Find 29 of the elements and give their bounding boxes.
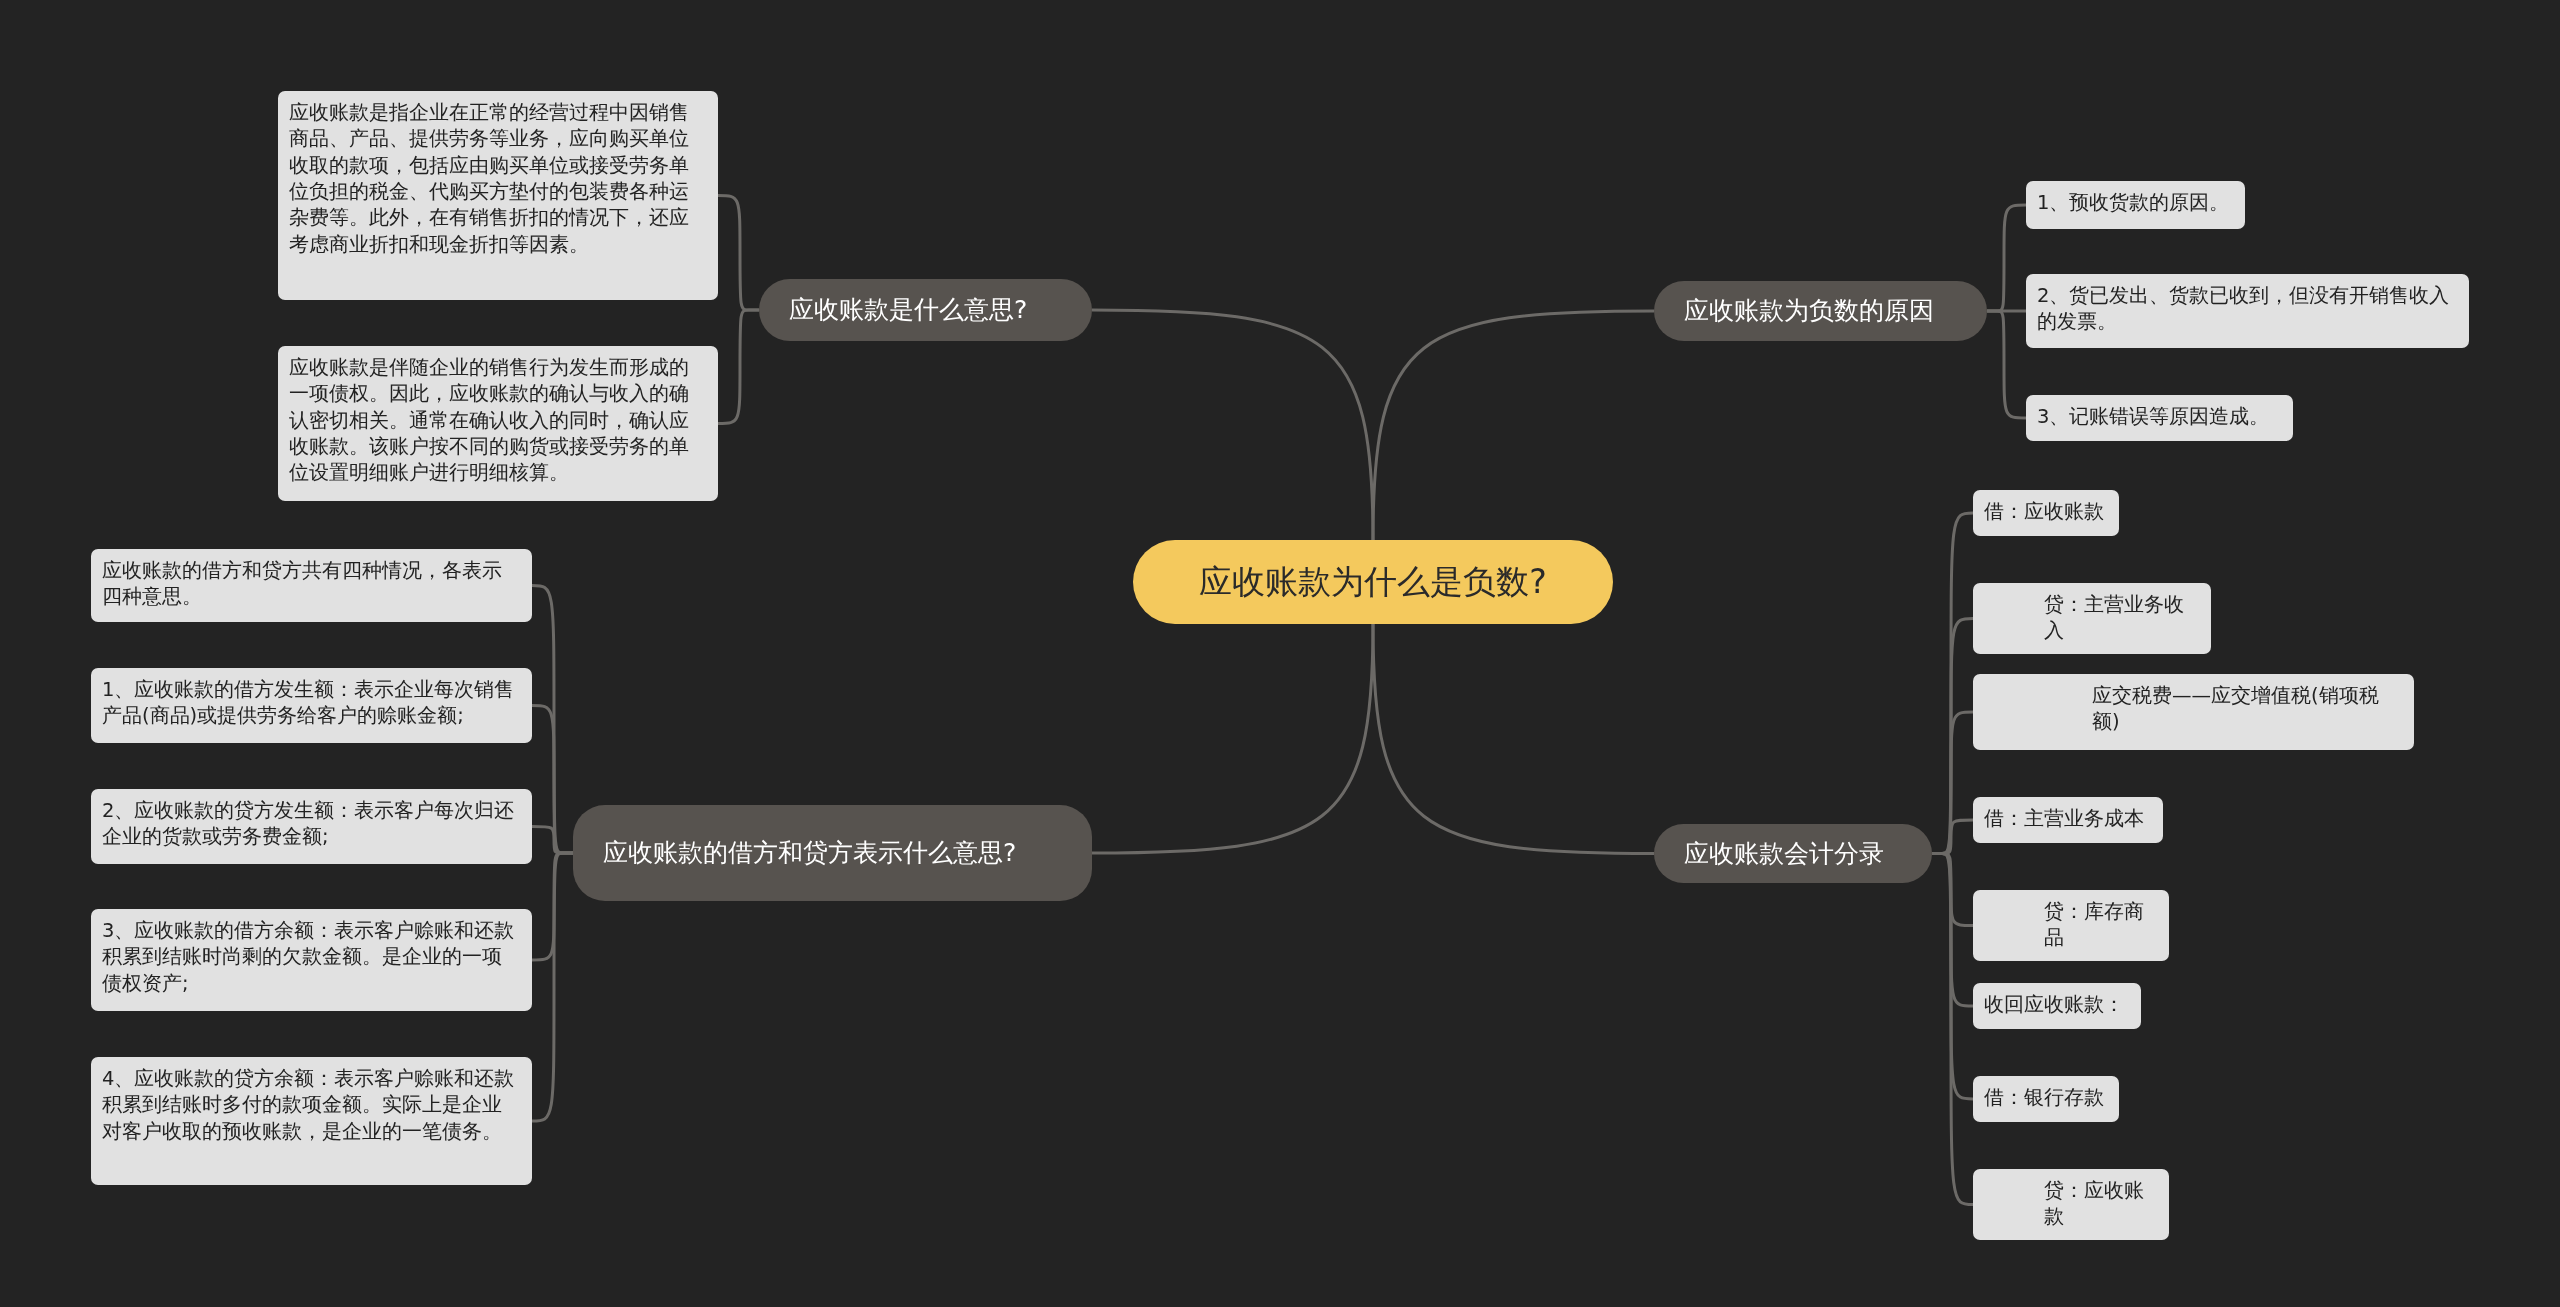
note-box: 应收账款是指企业在正常的经营过程中因销售商品、产品、提供劳务等业务，应向购买单位收取的款项，包括应由购买单位或接受劳务单位负担的税金、代购买方垫付的包装费各种运杂费等。此外，在有销售折扣的情况下，还应考虑商业折扣和现金折扣等因素。 xyxy=(278,91,718,300)
branch-topic: 应收账款会计分录 xyxy=(1654,824,1932,883)
note-box: 借：主营业务成本 xyxy=(1973,797,2163,843)
note-box: 贷：主营业务收入 xyxy=(1973,583,2211,654)
note-box: 收回应收账款： xyxy=(1973,983,2141,1029)
note-box: 应收账款的借方和贷方共有四种情况，各表示四种意思。 xyxy=(91,549,532,622)
note-box: 2、应收账款的贷方发生额：表示客户每次归还企业的货款或劳务费金额; xyxy=(91,789,532,864)
branch-topic: 应收账款的借方和贷方表示什么意思? xyxy=(573,805,1092,901)
central-topic: 应收账款为什么是负数? xyxy=(1133,540,1613,624)
note-box: 1、应收账款的借方发生额：表示企业每次销售产品(商品)或提供劳务给客户的赊账金额; xyxy=(91,668,532,743)
note-box: 贷：库存商品 xyxy=(1973,890,2169,961)
connector-line xyxy=(1092,308,1375,541)
note-box: 3、应收账款的借方余额：表示客户赊账和还款积累到结账时尚剩的欠款金额。是企业的一项债权资产; xyxy=(91,909,532,1011)
branch-topic: 应收账款是什么意思? xyxy=(759,279,1092,341)
note-box: 2、货已发出、货款已收到，但没有开销售收入的发票。 xyxy=(2026,274,2469,348)
connector-line xyxy=(1932,852,1974,1206)
note-box: 4、应收账款的贷方余额：表示客户赊账和还款积累到结账时多付的款项金额。实际上是企业对客户收取的预收账款，是企业的一笔债务。 xyxy=(91,1057,532,1185)
note-box: 借：应收账款 xyxy=(1973,490,2119,536)
note-box: 贷：应收账款 xyxy=(1973,1169,2169,1240)
connector-line xyxy=(1371,623,1654,855)
note-box: 应交税费——应交增值税(销项税额) xyxy=(1973,674,2414,750)
branch-topic: 应收账款为负数的原因 xyxy=(1654,281,1987,341)
note-box: 借：银行存款 xyxy=(1973,1076,2119,1122)
connector-line xyxy=(531,851,573,1123)
connector-line xyxy=(1092,623,1375,855)
note-box: 应收账款是伴随企业的销售行为发生而形成的一项债权。因此，应收账款的确认与收入的确认密切相关。通常在确认收入的同时，确认应收账款。该账户按不同的购货或接受劳务的单位设置明细账户进行明细核算。 xyxy=(278,346,718,501)
note-box: 3、记账错误等原因造成。 xyxy=(2026,395,2293,441)
note-box: 1、预收货款的原因。 xyxy=(2026,181,2245,229)
connector-line xyxy=(1371,309,1654,541)
